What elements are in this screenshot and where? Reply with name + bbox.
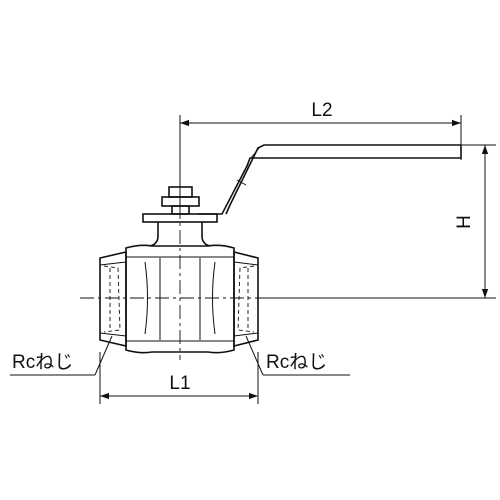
left-thread-label: Rcねじ (12, 352, 73, 373)
gland-plate (142, 213, 218, 223)
dimension-l2-label: L2 (311, 100, 332, 121)
dimension-l1-label: L1 (169, 373, 190, 394)
right-end-connection (233, 250, 259, 348)
dimension-l1: L1 (99, 352, 259, 404)
valve-body (125, 244, 235, 354)
valve-handle (198, 144, 462, 215)
dimension-h: H (260, 144, 496, 299)
left-end-connection (99, 250, 127, 348)
right-thread-label: Rcねじ (266, 352, 327, 373)
dimension-h-label: H (454, 215, 475, 229)
callout-right-thread: Rcねじ (245, 335, 350, 376)
dimension-l2: L2 (179, 100, 462, 210)
callout-left-thread: Rcねじ (10, 335, 113, 376)
